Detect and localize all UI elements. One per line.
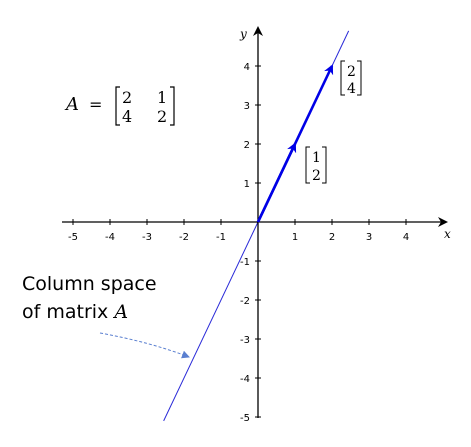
matrix-left-bracket: [115, 86, 120, 126]
y-axis-label: y: [239, 27, 247, 41]
matrix-entry-21: 4: [122, 107, 132, 126]
annotation-line-1: Column space: [22, 273, 157, 295]
matrix-entry-22: 2: [157, 107, 167, 126]
x-tick-label: 1: [292, 232, 298, 243]
matrix-definition: A = 2 1 4 2: [64, 86, 175, 126]
y-tick-label: -3: [240, 335, 250, 346]
y-tick-label: -5: [240, 413, 250, 424]
x-tick-label: -5: [68, 232, 78, 243]
equals-sign: =: [89, 95, 102, 114]
matrix-right-bracket: [170, 86, 175, 126]
x-ticks: -5 -4 -3 -2 -1 1 2 3 4: [68, 219, 409, 243]
vector-label-2: 2 4: [340, 60, 362, 97]
y-tick-label: 1: [244, 179, 250, 190]
matrix-name: A: [64, 94, 79, 115]
right-bracket: [357, 60, 362, 96]
column-space-annotation: Column space of matrix A: [22, 273, 190, 359]
x-tick-label: -2: [179, 232, 189, 243]
y-tick-label: 4: [244, 62, 250, 73]
right-bracket: [322, 146, 327, 184]
vector-1-entry-top: 1: [312, 150, 321, 166]
y-tick-label: 3: [244, 101, 250, 112]
annotation-pointer-arrow: [99, 332, 190, 359]
matrix-entry-11: 2: [122, 88, 132, 107]
y-tick-label: -1: [240, 257, 250, 268]
left-bracket: [340, 60, 345, 96]
y-tick-label: -2: [240, 296, 250, 307]
x-axis-label: x: [444, 227, 451, 241]
y-tick-label: -4: [240, 374, 250, 385]
x-tick-label: -4: [105, 232, 115, 243]
x-tick-label: 2: [329, 232, 335, 243]
matrix-entry-12: 1: [157, 88, 167, 107]
vectors: [256, 64, 334, 223]
annotation-prefix: of matrix: [22, 301, 114, 323]
x-tick-label: 4: [403, 232, 409, 243]
vector-1-entry-bottom: 2: [312, 168, 321, 184]
vector-arrow: [256, 142, 297, 223]
y-ticks: -5 -4 -3 -2 -1 1 2 3 4: [240, 62, 261, 424]
x-tick-label: -3: [142, 232, 152, 243]
vector-label-1: 1 2: [305, 146, 327, 184]
x-tick-label: -1: [216, 232, 226, 243]
x-tick-label: 3: [366, 232, 372, 243]
left-bracket: [305, 146, 310, 184]
vector-2-entry-top: 2: [347, 64, 356, 80]
annotation-variable: A: [112, 301, 128, 323]
y-tick-label: 2: [244, 140, 250, 151]
vector-2-entry-bottom: 4: [347, 81, 356, 97]
annotation-line-2: of matrix A: [22, 301, 128, 323]
